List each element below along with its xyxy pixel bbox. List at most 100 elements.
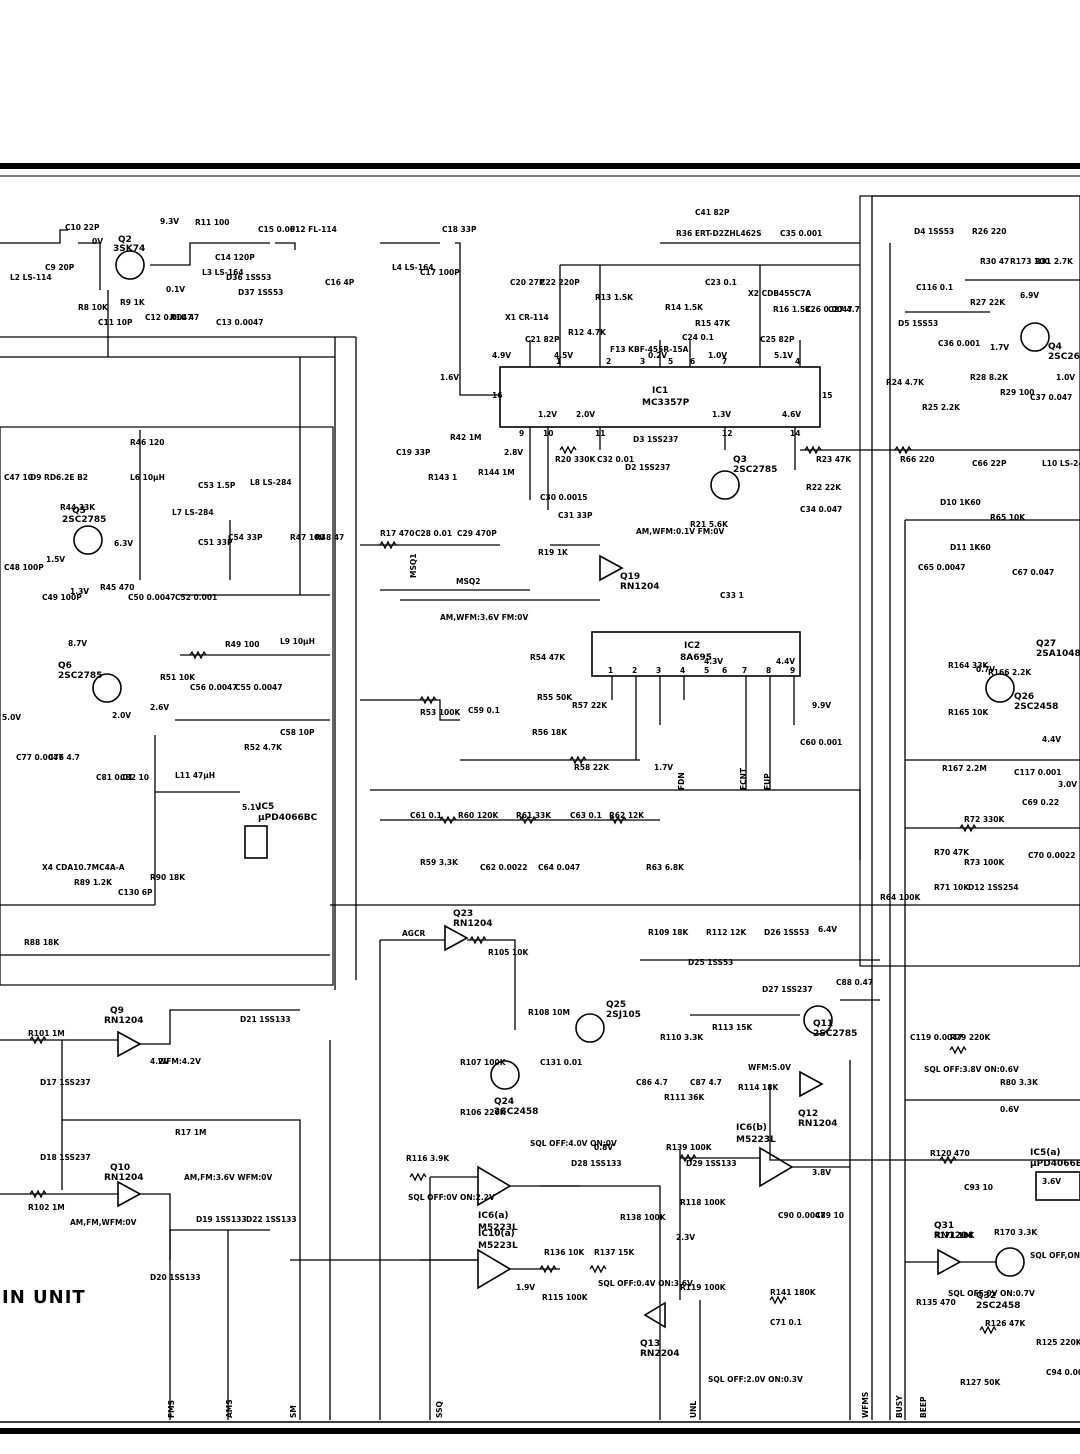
svg-text:1.0V: 1.0V: [708, 351, 727, 360]
svg-text:Q26: Q26: [1014, 692, 1034, 702]
svg-text:F12 FL-114: F12 FL-114: [290, 225, 337, 234]
transistor-q26: Q26 2SC2458: [985, 673, 1058, 712]
svg-text:2.6V: 2.6V: [150, 703, 169, 712]
svg-text:R120 470: R120 470: [930, 1149, 970, 1158]
svg-text:R61 33K: R61 33K: [516, 811, 552, 820]
svg-text:C29 470P: C29 470P: [457, 529, 497, 538]
svg-text:2SC2785: 2SC2785: [733, 465, 777, 475]
svg-text:Q2: Q2: [118, 235, 132, 245]
svg-text:R109 18K: R109 18K: [648, 928, 689, 937]
svg-text:RN1204: RN1204: [934, 1231, 974, 1241]
svg-text:R26 220: R26 220: [972, 227, 1006, 236]
svg-text:R10 47: R10 47: [170, 313, 199, 322]
svg-text:R72 330K: R72 330K: [964, 815, 1005, 824]
svg-text:Q5: Q5: [72, 506, 86, 516]
svg-text:R11 100: R11 100: [195, 218, 229, 227]
svg-text:BEEP: BEEP: [919, 1396, 928, 1418]
svg-text:SQL OFF:0V ON:2.2V: SQL OFF:0V ON:2.2V: [408, 1193, 495, 1202]
svg-text:R127 50K: R127 50K: [960, 1378, 1001, 1387]
rf-wire-4: [275, 242, 296, 250]
ic1-ref: IC1: [652, 386, 668, 396]
svg-text:C56 0.0047: C56 0.0047: [190, 683, 238, 692]
rf-input-wire: [0, 229, 68, 244]
svg-text:D29 1SS133: D29 1SS133: [686, 1159, 737, 1168]
svg-text:C61 0.1: C61 0.1: [410, 811, 442, 820]
ic2-pin1: 1: [608, 666, 613, 675]
svg-text:2.3V: 2.3V: [676, 1233, 695, 1242]
svg-text:C130 6P: C130 6P: [118, 888, 153, 897]
ic1-part: MC3357P: [642, 398, 690, 408]
svg-text:C60 0.001: C60 0.001: [800, 738, 842, 747]
svg-text:R125 220K: R125 220K: [1036, 1338, 1080, 1347]
svg-text:D11 1K60: D11 1K60: [950, 543, 991, 552]
svg-text:L2 LS-114: L2 LS-114: [10, 273, 52, 282]
ic2-pin9: 9: [790, 666, 795, 675]
svg-text:R45 470: R45 470: [100, 583, 134, 592]
svg-text:SSQ: SSQ: [435, 1401, 444, 1418]
svg-text:R79 220K: R79 220K: [950, 1033, 991, 1042]
svg-text:MSQ2: MSQ2: [456, 577, 480, 586]
svg-text:2.8V: 2.8V: [504, 448, 523, 457]
svg-text:SQL OFF:2.0V ON:0.3V: SQL OFF:2.0V ON:0.3V: [708, 1375, 803, 1384]
svg-text:4.9V: 4.9V: [492, 351, 511, 360]
svg-text:D36 1SS53: D36 1SS53: [226, 273, 271, 282]
svg-text:F13 KBF-455R-15A: F13 KBF-455R-15A: [610, 345, 689, 354]
svg-text:L11 47μH: L11 47μH: [175, 771, 215, 780]
svg-text:C18 33P: C18 33P: [442, 225, 477, 234]
svg-text:1.5V: 1.5V: [46, 555, 65, 564]
svg-text:C26 0.0047: C26 0.0047: [805, 305, 853, 314]
svg-text:C64 0.047: C64 0.047: [538, 863, 580, 872]
svg-text:Q31: Q31: [934, 1221, 954, 1231]
ic1-pin16: 16: [492, 391, 502, 400]
ic1-pin5: 5: [668, 357, 673, 366]
svg-text:C119 0.0047: C119 0.0047: [910, 1033, 963, 1042]
svg-text:C77 0.0047: C77 0.0047: [16, 753, 64, 762]
svg-text:C52 0.001: C52 0.001: [175, 593, 217, 602]
svg-text:2.0V: 2.0V: [112, 711, 131, 720]
svg-text:C19 33P: C19 33P: [396, 448, 431, 457]
svg-text:R55 50K: R55 50K: [537, 693, 573, 702]
svg-text:C63 0.1: C63 0.1: [570, 811, 602, 820]
svg-text:R114 18K: R114 18K: [738, 1083, 779, 1092]
svg-text:R51 10K: R51 10K: [160, 673, 196, 682]
svg-text:1.7V: 1.7V: [654, 763, 673, 772]
svg-text:R27 22K: R27 22K: [970, 298, 1006, 307]
svg-text:L10 LS-240: L10 LS-240: [1042, 459, 1080, 468]
ic1-pin2: 2: [606, 357, 611, 366]
svg-text:D2 1SS237: D2 1SS237: [625, 463, 670, 472]
svg-text:SQL OFF:3.8V ON:0.6V: SQL OFF:3.8V ON:0.6V: [924, 1065, 1019, 1074]
svg-text:L7 LS-284: L7 LS-284: [172, 508, 214, 517]
svg-text:D25 1SS53: D25 1SS53: [688, 958, 733, 967]
svg-text:R164 33K: R164 33K: [948, 661, 989, 670]
transistor-q19: Q19 RN1204: [599, 554, 660, 592]
svg-text:D26 1SS53: D26 1SS53: [764, 928, 809, 937]
svg-text:6.4V: 6.4V: [818, 925, 837, 934]
svg-text:RN1204: RN1204: [620, 582, 660, 592]
ic2-part: 8A695: [680, 653, 712, 663]
svg-text:C50 0.0047: C50 0.0047: [128, 593, 176, 602]
svg-text:R16 1.5K: R16 1.5K: [773, 305, 812, 314]
svg-text:R20 330K: R20 330K: [555, 455, 596, 464]
rf-wire-2: [78, 242, 101, 290]
svg-text:MSQ1: MSQ1: [409, 554, 418, 578]
svg-text:3.6V: 3.6V: [1042, 1177, 1061, 1186]
ic1: IC1 MC3357P 16 9 10 11 12 14 15 1 2 3 4 …: [492, 265, 832, 510]
ic5-ref: IC5: [258, 802, 274, 812]
svg-text:R15 47K: R15 47K: [695, 319, 731, 328]
svg-text:Q3: Q3: [733, 455, 747, 465]
svg-text:6.9V: 6.9V: [1020, 291, 1039, 300]
svg-text:R70 47K: R70 47K: [934, 848, 970, 857]
svg-text:C41 82P: C41 82P: [695, 208, 730, 217]
opamp-ic6b: IC6(b) M5223L: [680, 1123, 850, 1188]
ic1-pin3: 3: [640, 357, 645, 366]
transistor-q4: Q4 2SC266: [1020, 322, 1080, 362]
svg-text:C14 120P: C14 120P: [215, 253, 255, 262]
svg-text:C16 4P: C16 4P: [325, 278, 355, 287]
svg-text:WFM:5.0V: WFM:5.0V: [748, 1063, 791, 1072]
svg-text:C65 0.0047: C65 0.0047: [918, 563, 966, 572]
svg-text:C53 1.5P: C53 1.5P: [198, 481, 236, 490]
ic1-pin12: 12: [722, 429, 732, 438]
svg-text:R58 22K: R58 22K: [574, 763, 610, 772]
svg-text:C116 0.1: C116 0.1: [916, 283, 953, 292]
